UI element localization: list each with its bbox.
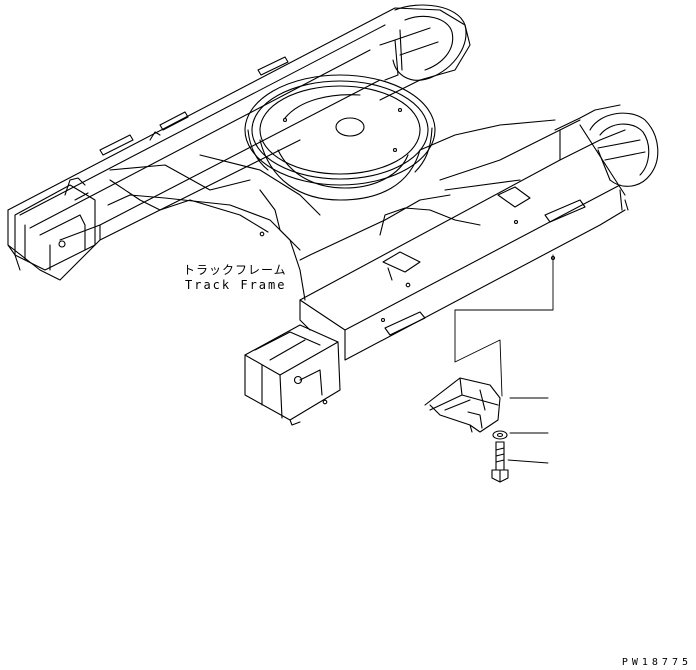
upper-side-frame	[7, 4, 471, 281]
lower-side-frame	[299, 104, 659, 361]
part-label-japanese: トラックフレーム	[183, 263, 287, 277]
part-label-english: Track Frame	[185, 278, 287, 292]
center-crossmember	[107, 119, 581, 301]
drawing-code: PW18775	[621, 657, 692, 668]
washer-part	[492, 430, 508, 440]
leader-lines	[454, 254, 554, 464]
lower-front-end	[244, 324, 341, 426]
guard-part	[424, 377, 501, 433]
bolt-part	[491, 441, 509, 483]
swing-circle	[244, 74, 436, 201]
